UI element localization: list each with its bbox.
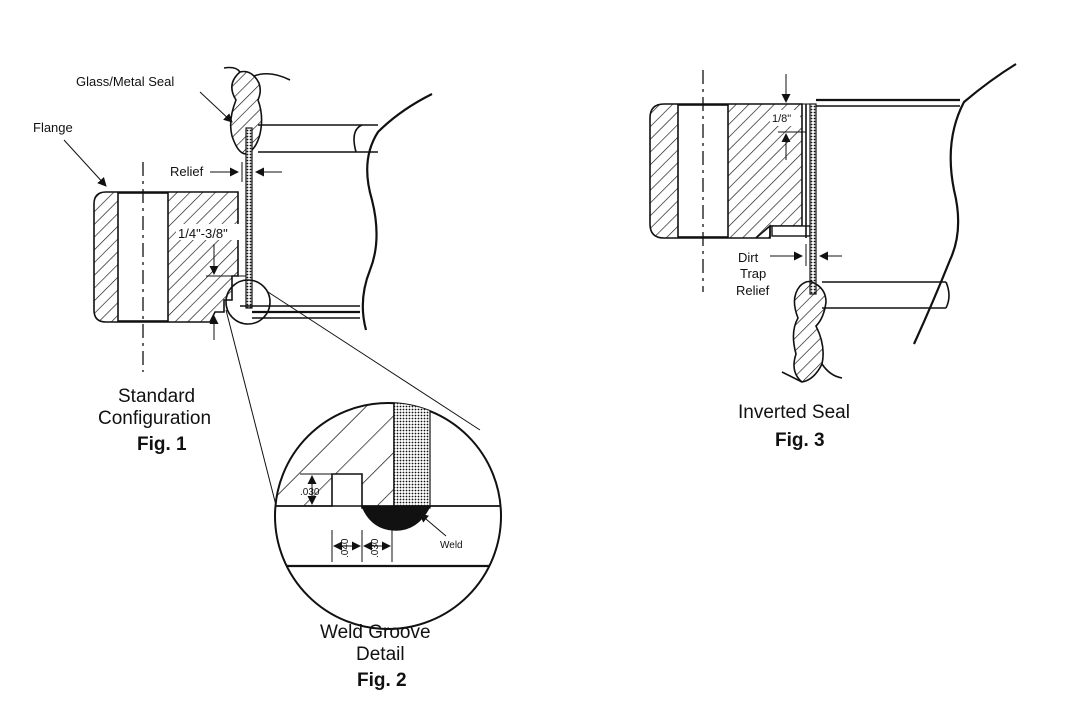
figure-3-inverted-seal: 1/8" Dirt Trap Relief Inverted Seal Fig.… — [649, 63, 1017, 451]
figure-1-standard-configuration: Glass/Metal Seal Flange Relief 1/4"-3/8"… — [33, 66, 481, 561]
label-glass-metal-seal: Glass/Metal Seal — [76, 74, 174, 89]
label-weld: Weld — [440, 540, 463, 551]
detail-sleeve — [393, 403, 431, 509]
caption-weld-groove: Weld Groove — [320, 622, 431, 643]
label-depth-dimension: 1/4"-3/8" — [178, 226, 228, 241]
glass-seal-top — [229, 70, 263, 155]
caption-configuration: Configuration — [98, 408, 211, 429]
figure-2-weld-groove-detail: .030 .040 .030 Weld Weld Groove Detail F… — [274, 402, 502, 691]
label-relief-3: Relief — [736, 283, 770, 298]
caption-standard: Standard — [118, 386, 195, 407]
label-relief: Relief — [170, 164, 204, 179]
metal-sleeve — [245, 127, 253, 309]
dim-groove-height: .030 — [300, 487, 320, 498]
label-offset-dimension: 1/8" — [772, 113, 791, 125]
detail-flange-section — [275, 403, 395, 509]
fig-2-label: Fig. 2 — [357, 670, 407, 691]
fig-1-label: Fig. 1 — [137, 434, 187, 455]
caption-detail: Detail — [356, 644, 405, 665]
dim-groove-width: .040 — [340, 538, 351, 558]
inverted-vessel-curve — [912, 63, 1017, 345]
caption-inverted-seal: Inverted Seal — [738, 402, 850, 423]
glass-seal-bottom — [792, 280, 827, 383]
fig-3-label: Fig. 3 — [775, 430, 825, 451]
detail-circle-small — [225, 279, 271, 325]
dim-weld-width: .030 — [370, 538, 381, 558]
label-dirt: Dirt — [738, 250, 759, 265]
label-flange: Flange — [33, 120, 73, 135]
vessel-wall-curve — [361, 93, 433, 331]
label-trap: Trap — [740, 266, 766, 281]
inverted-metal-sleeve — [809, 103, 817, 295]
